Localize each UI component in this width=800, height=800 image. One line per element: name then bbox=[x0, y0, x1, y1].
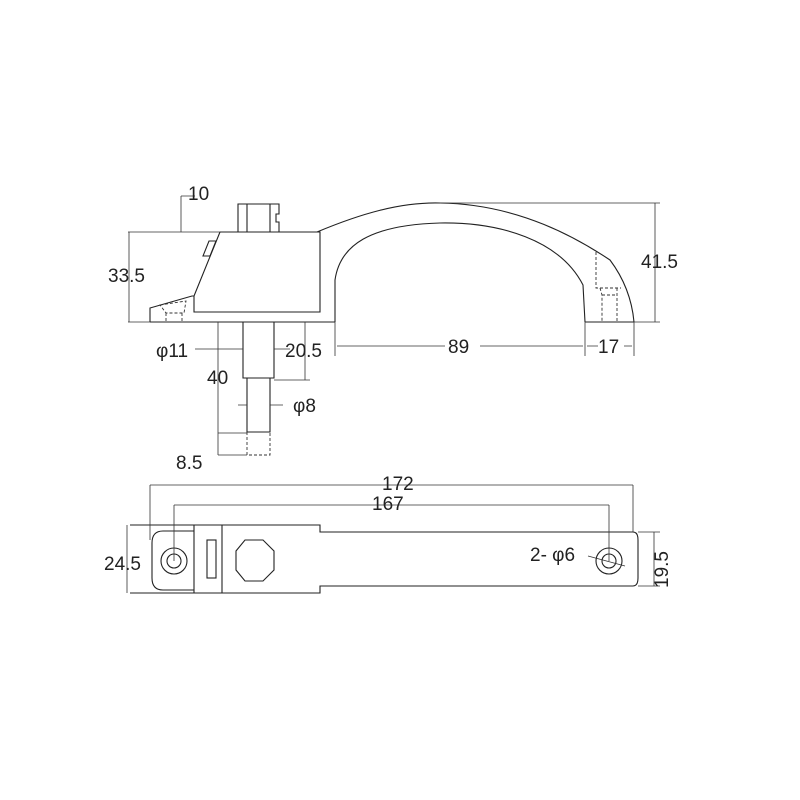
dim-172-line bbox=[149, 484, 634, 540]
hole-leader bbox=[587, 555, 626, 567]
dim-handle-height: 41.5 bbox=[641, 252, 678, 273]
dim-base-width: 24.5 bbox=[104, 554, 141, 575]
dim-33-5-line bbox=[128, 231, 220, 323]
dim-40-line bbox=[217, 322, 247, 456]
base-end bbox=[151, 530, 194, 591]
dim-overall-length: 172 bbox=[382, 474, 414, 495]
dim-pin-dia: φ8 bbox=[293, 396, 316, 417]
handle-screw-hole bbox=[595, 252, 621, 322]
dim-holes: 2- φ6 bbox=[530, 545, 575, 566]
dim-pin-tip: 8.5 bbox=[176, 453, 202, 474]
dim-spindle-upper: 20.5 bbox=[285, 341, 322, 362]
dim-spindle-total: 40 bbox=[207, 368, 228, 389]
top-knob bbox=[237, 203, 280, 232]
front-lip bbox=[149, 295, 194, 322]
dim-body-height: 33.5 bbox=[108, 266, 145, 287]
handle-inner-arc bbox=[334, 222, 586, 323]
top-outline bbox=[130, 524, 639, 594]
dim-spindle-dia: φ11 bbox=[156, 341, 188, 362]
front-screw-hole bbox=[159, 300, 187, 322]
dim-handle-span: 89 bbox=[448, 337, 469, 358]
dim-10-line bbox=[180, 195, 195, 232]
pin bbox=[246, 378, 271, 433]
top-view: 172 167 24.5 19.5 2- φ6 bbox=[104, 474, 673, 594]
handle-outer-arc bbox=[316, 202, 635, 323]
dim-hole-spacing: 167 bbox=[372, 494, 404, 515]
spindle bbox=[242, 322, 275, 379]
body-block bbox=[193, 231, 321, 313]
slot-top bbox=[206, 539, 217, 579]
dim-41-5-line bbox=[440, 202, 660, 323]
slot bbox=[202, 240, 217, 257]
spindle-hole bbox=[235, 539, 275, 582]
dim-89-17-lines bbox=[334, 322, 635, 356]
dim-end-width: 17 bbox=[598, 337, 619, 358]
side-view: 10 33.5 φ11 20.5 40 φ8 8.5 89 17 41.5 bbox=[108, 184, 678, 474]
segment-dividers bbox=[193, 525, 223, 593]
dim-arm-width: 19.5 bbox=[652, 551, 673, 588]
dim-167-line bbox=[173, 504, 610, 561]
dim-top-offset: 10 bbox=[188, 184, 209, 205]
dim-20-5-line bbox=[274, 322, 310, 381]
pin-tip-hidden bbox=[246, 432, 271, 456]
dim-19-5-line bbox=[638, 531, 660, 587]
